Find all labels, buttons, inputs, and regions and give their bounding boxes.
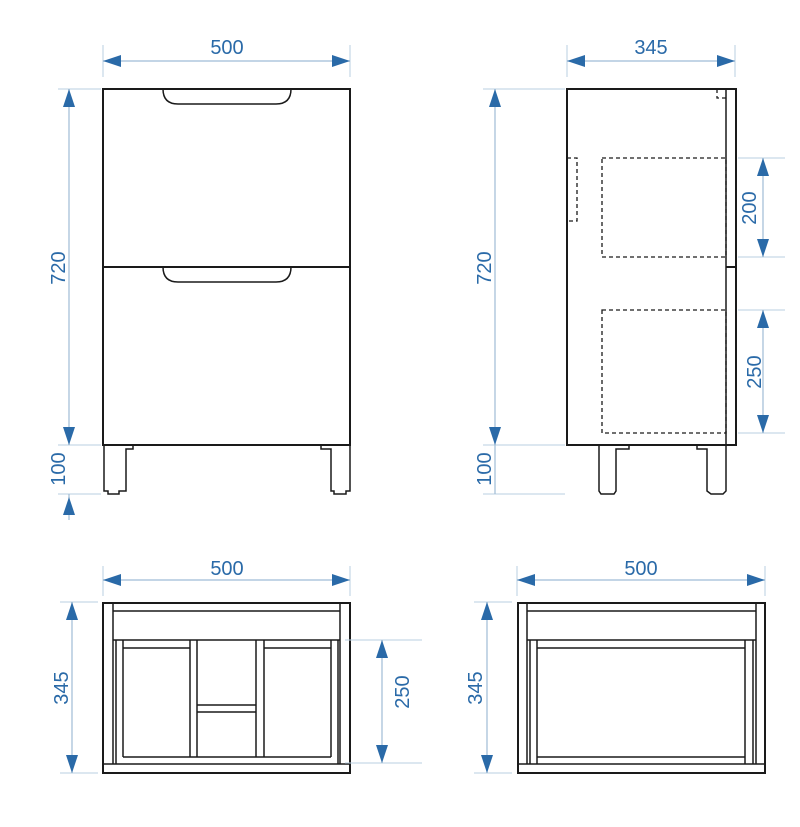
top-view-right: 500 345 <box>465 558 766 774</box>
leg <box>598 445 630 495</box>
drawer-outline-bottom <box>601 309 727 434</box>
side-legs-label: 100 <box>474 452 496 485</box>
side-height-label: 720 <box>474 251 496 284</box>
front-width-label: 500 <box>210 37 243 59</box>
top-right-depth-label: 345 <box>465 671 487 704</box>
leg <box>103 445 134 495</box>
leg <box>320 445 351 495</box>
leg <box>696 445 727 495</box>
side-view: 345 720 100 200 250 <box>474 37 785 495</box>
top-right-width-label: 500 <box>624 558 657 580</box>
top-drawer-label: 200 <box>739 191 761 224</box>
top-left-width-label: 500 <box>210 558 243 580</box>
front-legs-label: 100 <box>48 452 70 485</box>
side-depth-label: 345 <box>634 37 667 59</box>
front-view: 500 720 100 <box>48 37 351 520</box>
drawer-handle <box>162 266 292 283</box>
top-left-depth-label: 345 <box>51 671 73 704</box>
front-height-label: 720 <box>48 251 70 284</box>
top-left-drawer-label: 250 <box>392 675 414 708</box>
bottom-drawer-label: 250 <box>744 355 766 388</box>
drawer-handle <box>162 88 292 105</box>
top-view-left: 500 345 250 <box>51 558 422 774</box>
drawer-outline-top <box>601 157 727 258</box>
